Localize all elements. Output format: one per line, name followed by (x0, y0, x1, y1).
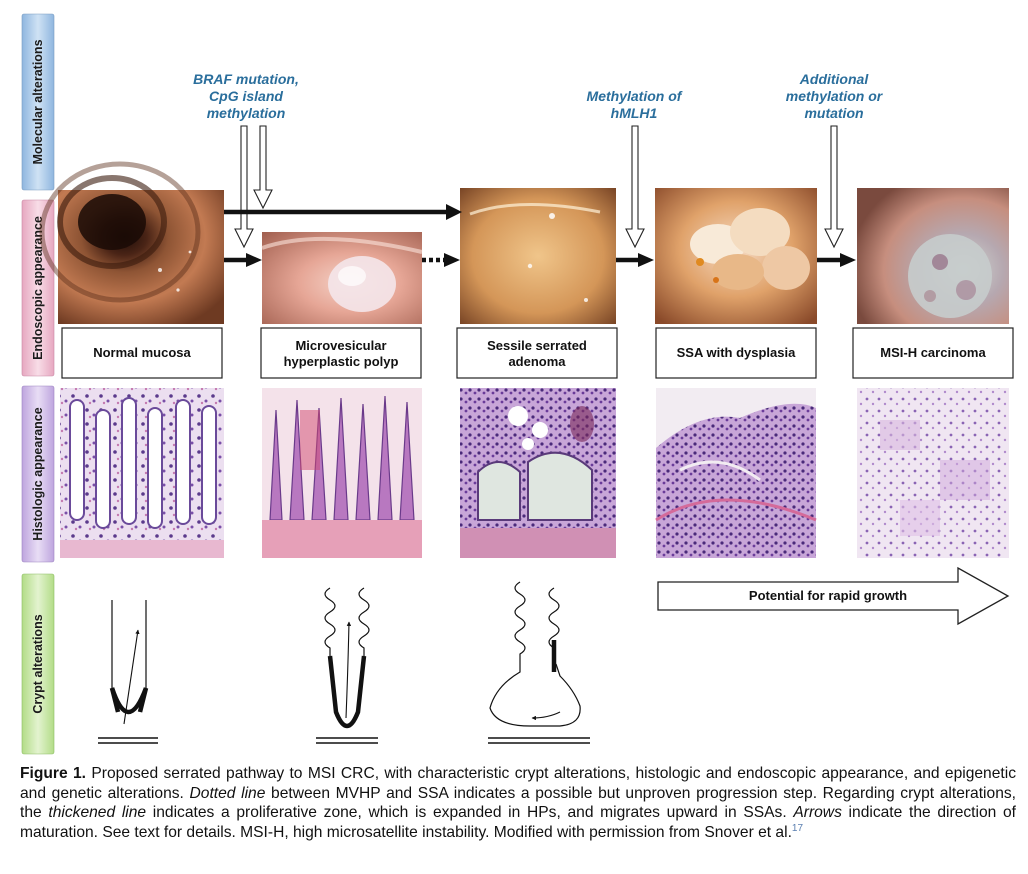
caption-text-4: indicate the direction of maturation. Se… (20, 804, 1016, 841)
dysplasia-to-carcinoma-arrowhead-icon (840, 253, 856, 267)
histology-image-normal (60, 388, 224, 558)
additional-line-2: methylation or (786, 88, 884, 104)
hmlh1-line-2: hMLH1 (611, 105, 658, 121)
crypt-normal-maturation-arrow-icon (123, 629, 140, 725)
histology-image-msi-h (857, 388, 1009, 558)
endoscopic-image-msi-h (857, 188, 1009, 324)
stage-label-ssa-2: adenoma (508, 354, 566, 369)
caption-text-3: indicates a proliferative zone, which is… (146, 804, 794, 821)
row-label-histologic: Histologic appearance (31, 407, 45, 540)
rapid-growth-arrow-shape (657, 566, 1010, 626)
crypt-mvhp (316, 587, 378, 744)
stage-boxes: Normal mucosa Microvesicular hyperplasti… (61, 327, 1014, 379)
histology-image-mvhp (262, 388, 422, 558)
stage-label-ssa-dysplasia: SSA with dysplasia (677, 345, 796, 360)
caption-dotted-line: Dotted line (189, 784, 266, 802)
stage-box-msi-h (852, 327, 1014, 379)
caption-figure-label: Figure 1. (20, 765, 87, 782)
caption-text-1: Proposed serrated pathway to MSI CRC, wi… (20, 765, 1016, 802)
stage-box-ssa-dysplasia (655, 327, 817, 379)
endoscopic-image-ssa (460, 188, 616, 324)
histologic-band (21, 385, 55, 563)
braf-arrow-to-ssa-icon (253, 125, 273, 210)
hollow-down-arrows (234, 125, 844, 249)
row-label-molecular: Molecular alterations (31, 39, 45, 164)
crypt-band (21, 573, 55, 755)
stage-label-normal: Normal mucosa (93, 345, 191, 360)
additional-line-3: mutation (804, 105, 863, 121)
progression-arrows (224, 204, 856, 267)
stage-box-ssa (456, 327, 618, 379)
additional-line-1: Additional (799, 71, 870, 87)
crypt-ssa-maturation-arrow-icon (531, 711, 561, 721)
endoscopic-images (39, 161, 1009, 324)
crypt-mvhp-maturation-arrow-icon (345, 621, 352, 719)
row-labels: Molecular alterations Endoscopic appeara… (21, 13, 55, 755)
endoscopic-band (21, 199, 55, 377)
crypt-normal (98, 600, 158, 744)
rapid-growth-label: Potential for rapid growth (749, 588, 907, 603)
additional-arrow-icon (824, 125, 844, 249)
serrated-pathway-figure: Molecular alterations Endoscopic appeara… (21, 13, 1014, 755)
braf-line-2: CpG island (209, 88, 283, 104)
rapid-growth-arrow: Potential for rapid growth (657, 566, 1010, 626)
figure-caption: Figure 1. Proposed serrated pathway to M… (20, 764, 1016, 842)
stage-box-mvhp (260, 327, 422, 379)
crypt-diagrams (98, 581, 590, 744)
stage-label-ssa-1: Sessile serrated (487, 338, 587, 353)
row-label-crypt: Crypt alterations (31, 614, 45, 713)
braf-line-3: methylation (207, 105, 286, 121)
caption-text-2: between MVHP and SSA indicates a possibl… (20, 784, 1017, 822)
ssa-to-dysplasia-arrowhead-icon (638, 253, 654, 267)
histology-images (60, 388, 1009, 558)
normal-to-mvhp-arrowhead-icon (246, 253, 262, 267)
stage-label-mvhp-1: Microvesicular (295, 338, 386, 353)
caption-arrows: Arrows (793, 804, 842, 821)
endoscopic-image-ssa-dysplasia (655, 188, 817, 324)
endoscopic-image-normal (39, 161, 224, 324)
braf-arrow-to-mvhp-icon (234, 125, 254, 249)
crypt-ssa (488, 581, 590, 744)
molecular-band (21, 13, 55, 191)
braf-line-1: BRAF mutation, (193, 71, 299, 87)
row-label-endoscopic: Endoscopic appearance (31, 216, 45, 360)
caption-thickened-line: thickened line (48, 804, 147, 821)
histology-image-ssa-dysplasia (655, 388, 817, 558)
normal-to-ssa-arrowhead-icon (446, 204, 462, 220)
stage-box-normal (61, 327, 223, 379)
mvhp-to-ssa-arrowhead-icon (444, 253, 460, 267)
stage-label-msi-h: MSI-H carcinoma (880, 345, 986, 360)
endoscopic-image-mvhp (261, 232, 423, 324)
stage-label-mvhp-2: hyperplastic polyp (284, 354, 399, 369)
caption-reference: 17 (791, 822, 804, 834)
molecular-annotations: BRAF mutation, CpG island methylation Me… (193, 71, 884, 121)
hmlh1-line-1: Methylation of (587, 88, 683, 104)
histology-image-ssa (460, 388, 616, 558)
hmlh1-arrow-icon (625, 125, 645, 249)
